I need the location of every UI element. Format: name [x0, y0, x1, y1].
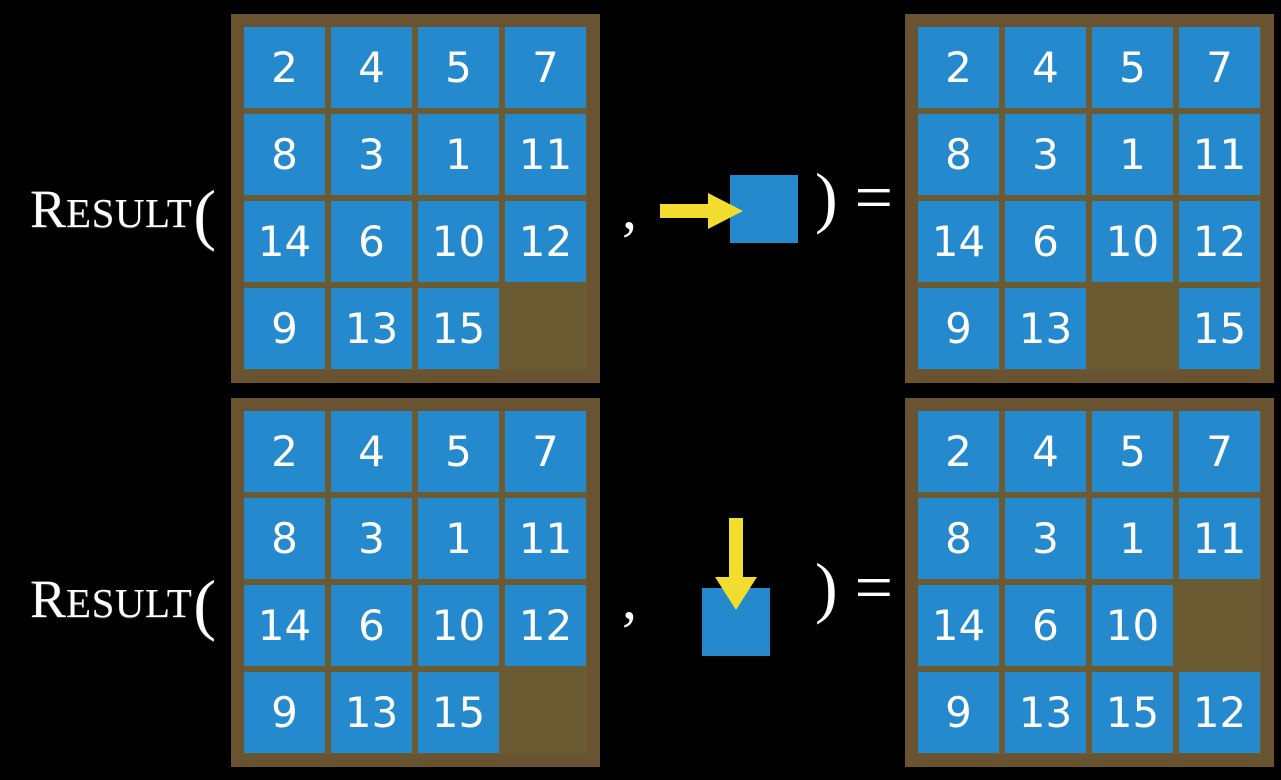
puzzle-tile[interactable]: 15: [418, 672, 499, 753]
puzzle-blank: [1179, 585, 1260, 666]
puzzle-tile[interactable]: 8: [918, 114, 999, 195]
puzzle-tile[interactable]: 6: [1005, 585, 1086, 666]
puzzle-tile[interactable]: 11: [505, 498, 586, 579]
puzzle-blank: [505, 672, 586, 753]
puzzle-tile[interactable]: 13: [331, 288, 412, 369]
puzzle-blank: [505, 288, 586, 369]
puzzle-tile[interactable]: 2: [244, 411, 325, 492]
puzzle-tile[interactable]: 11: [505, 114, 586, 195]
puzzle-tile[interactable]: 4: [331, 27, 412, 108]
puzzle-tile[interactable]: 9: [244, 288, 325, 369]
blank-tile-icon: [730, 175, 798, 243]
puzzle-tile[interactable]: 13: [331, 672, 412, 753]
result-label-smallcaps-bottom: ESULT: [66, 580, 193, 626]
puzzle-tile[interactable]: 14: [918, 585, 999, 666]
action-move-down[interactable]: [690, 510, 800, 660]
puzzle-tile[interactable]: 7: [1179, 411, 1260, 492]
puzzle-tile[interactable]: 1: [1092, 498, 1173, 579]
puzzle-tile[interactable]: 8: [244, 498, 325, 579]
result-label-open-paren-bottom: (: [193, 566, 216, 642]
puzzle-tile[interactable]: 2: [918, 411, 999, 492]
result-function-label-bottom: RESULT(: [30, 560, 216, 638]
result-function-label-top: RESULT(: [30, 170, 216, 248]
puzzle-tile[interactable]: 6: [1005, 201, 1086, 282]
puzzle-tile[interactable]: 9: [918, 672, 999, 753]
puzzle-tile[interactable]: 2: [918, 27, 999, 108]
puzzle-tile[interactable]: 11: [1179, 498, 1260, 579]
arrow-down-icon: [715, 518, 757, 610]
puzzle-tile[interactable]: 1: [418, 114, 499, 195]
argument-separator-top: ,: [622, 175, 637, 241]
puzzle-tile[interactable]: 14: [918, 201, 999, 282]
puzzle-tile[interactable]: 10: [1092, 585, 1173, 666]
puzzle-tile[interactable]: 2: [244, 27, 325, 108]
puzzle-tile[interactable]: 6: [331, 585, 412, 666]
puzzle-tile[interactable]: 7: [505, 27, 586, 108]
puzzle-tile[interactable]: 6: [331, 201, 412, 282]
puzzle-tile[interactable]: 14: [244, 585, 325, 666]
puzzle-tile[interactable]: 4: [331, 411, 412, 492]
puzzle-tile[interactable]: 10: [418, 201, 499, 282]
result-label-cap-top: R: [30, 179, 67, 239]
result-label-smallcaps-top: ESULT: [66, 190, 193, 236]
puzzle-tile[interactable]: 3: [331, 114, 412, 195]
puzzle-tile[interactable]: 15: [1179, 288, 1260, 369]
puzzle-tile[interactable]: 12: [505, 585, 586, 666]
arrow-right-icon: [660, 193, 743, 229]
puzzle-tile[interactable]: 7: [1179, 27, 1260, 108]
puzzle-tile[interactable]: 9: [918, 288, 999, 369]
puzzle-tile[interactable]: 1: [1092, 114, 1173, 195]
puzzle-tile[interactable]: 4: [1005, 27, 1086, 108]
puzzle-tile[interactable]: 5: [1092, 411, 1173, 492]
puzzle-tile[interactable]: 13: [1005, 288, 1086, 369]
puzzle-tile[interactable]: 4: [1005, 411, 1086, 492]
puzzle-tile[interactable]: 5: [1092, 27, 1173, 108]
puzzle-tile[interactable]: 11: [1179, 114, 1260, 195]
puzzle-blank: [1092, 288, 1173, 369]
puzzle-tile[interactable]: 3: [1005, 498, 1086, 579]
result-label-cap-bottom: R: [30, 569, 67, 629]
close-paren-equals-top: ) =: [815, 159, 893, 235]
puzzle-tile[interactable]: 8: [918, 498, 999, 579]
puzzle-tile[interactable]: 13: [1005, 672, 1086, 753]
puzzle-tile[interactable]: 12: [505, 201, 586, 282]
puzzle-tile[interactable]: 9: [244, 672, 325, 753]
puzzle-tile[interactable]: 15: [418, 288, 499, 369]
puzzle-tile[interactable]: 5: [418, 27, 499, 108]
puzzle-tile[interactable]: 8: [244, 114, 325, 195]
puzzle-tile[interactable]: 1: [418, 498, 499, 579]
puzzle-tile[interactable]: 3: [331, 498, 412, 579]
puzzle-tile[interactable]: 3: [1005, 114, 1086, 195]
puzzle-tile[interactable]: 7: [505, 411, 586, 492]
puzzle-tile[interactable]: 12: [1179, 672, 1260, 753]
puzzle-tile[interactable]: 10: [418, 585, 499, 666]
puzzle-tile[interactable]: 14: [244, 201, 325, 282]
action-move-right[interactable]: [655, 168, 815, 252]
puzzle-tile[interactable]: 10: [1092, 201, 1173, 282]
argument-separator-bottom: ,: [622, 565, 637, 631]
puzzle-tile[interactable]: 5: [418, 411, 499, 492]
result-label-open-paren-top: (: [193, 176, 216, 252]
puzzle-tile[interactable]: 15: [1092, 672, 1173, 753]
puzzle-tile[interactable]: 12: [1179, 201, 1260, 282]
close-paren-equals-bottom: ) =: [815, 549, 893, 625]
